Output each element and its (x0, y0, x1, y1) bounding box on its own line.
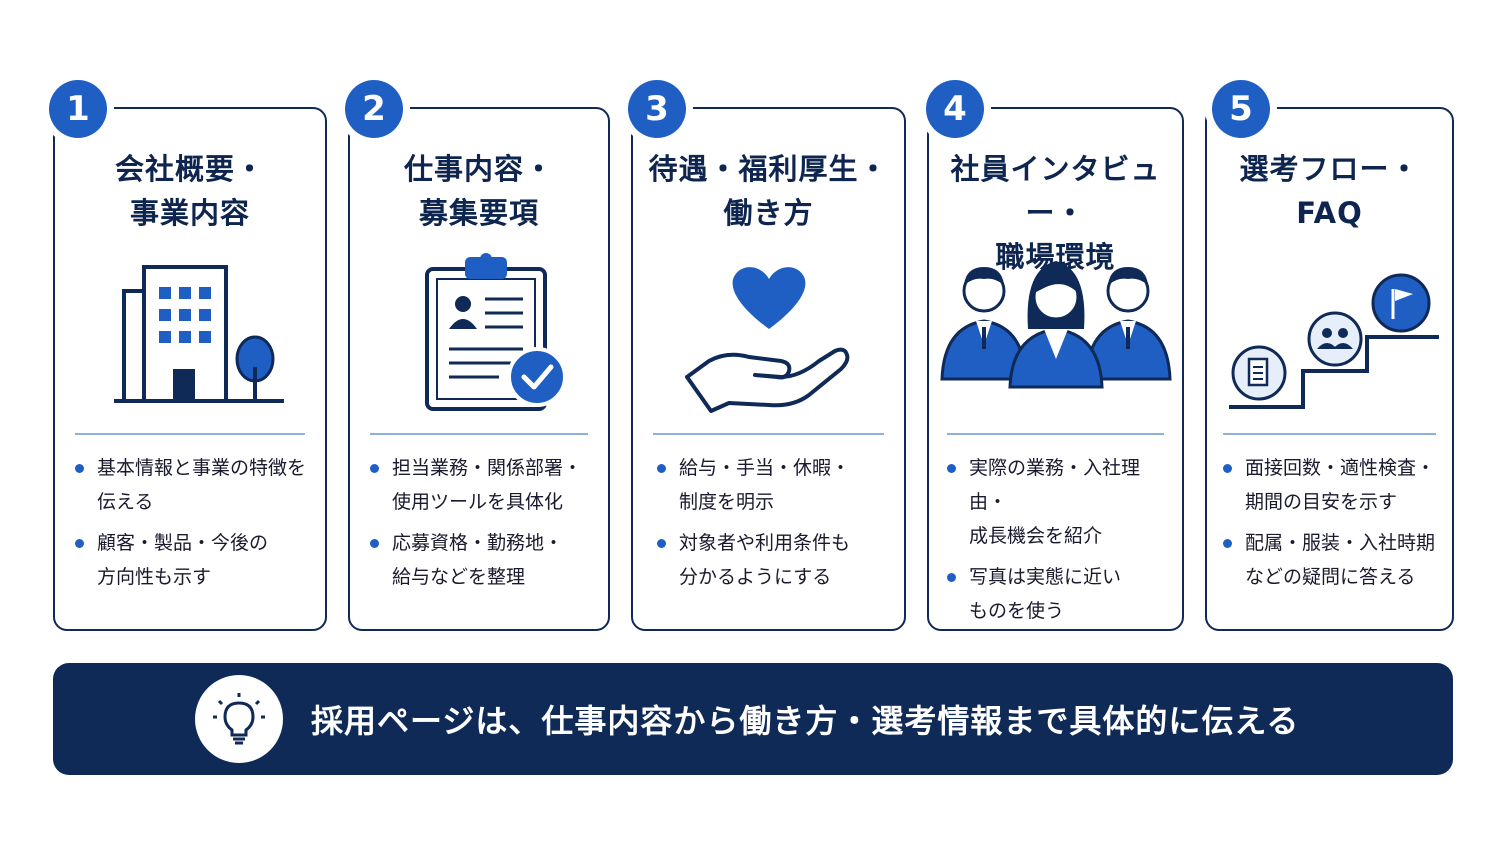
list-item: 対象者や利用条件も 分かるようにする (657, 526, 894, 594)
divider (75, 433, 305, 435)
bullet-list: 面接回数・適性検査・ 期間の目安を示す 配属・服装・入社時期 などの疑問に答える (1223, 451, 1448, 601)
card-company-overview: 会社概要・ 事業内容 基本情報と事業の特徴を 伝える 顧客・製品・今後の 方向性… (53, 107, 327, 631)
banner-text: 採用ページは、仕事内容から働き方・選考情報まで具体的に伝える (311, 702, 1300, 740)
divider (370, 433, 588, 435)
list-item: 面接回数・適性検査・ 期間の目安を示す (1223, 451, 1448, 519)
divider (653, 433, 884, 435)
list-item: 応募資格・勤務地・ 給与などを整理 (370, 526, 600, 594)
card-benefits: 待遇・福利厚生・ 働き方 給与・手当・休暇・ 制度を明示 対象者や利用条件も 分… (631, 107, 906, 631)
bullet-list: 実際の業務・入社理由・ 成長機会を紹介 写真は実態に近い ものを使う (947, 451, 1176, 635)
card-job-description: 仕事内容・ 募集要項 担当業務・関係部署・ 使用ツールを具体化 応募資格・勤務地… (348, 107, 610, 631)
list-item: 基本情報と事業の特徴を 伝える (75, 451, 315, 519)
step-number-badge: 4 (926, 80, 984, 138)
card-title: 選考フロー・ FAQ (1239, 152, 1420, 230)
card-selection-faq: 選考フロー・ FAQ 面接回数・適性検査・ 期間の目安を示す 配属・服装・入社時… (1205, 107, 1454, 631)
list-item: 顧客・製品・今後の 方向性も示す (75, 526, 315, 594)
step-number-badge: 5 (1212, 80, 1270, 138)
lightbulb-icon (195, 675, 283, 763)
summary-banner: 採用ページは、仕事内容から働き方・選考情報まで具体的に伝える (53, 663, 1453, 775)
list-item: 担当業務・関係部署・ 使用ツールを具体化 (370, 451, 600, 519)
heart-hand-icon (633, 249, 904, 419)
bullet-list: 基本情報と事業の特徴を 伝える 顧客・製品・今後の 方向性も示す (75, 451, 315, 601)
step-number-badge: 2 (345, 80, 403, 138)
building-icon (55, 249, 325, 419)
card-title: 待遇・福利厚生・ 働き方 (648, 152, 889, 230)
list-item: 実際の業務・入社理由・ 成長機会を紹介 (947, 451, 1176, 553)
list-item: 写真は実態に近い ものを使う (947, 560, 1176, 628)
card-title: 仕事内容・ 募集要項 (403, 152, 554, 230)
step-number-badge: 3 (628, 80, 686, 138)
bullet-list: 給与・手当・休暇・ 制度を明示 対象者や利用条件も 分かるようにする (657, 451, 894, 601)
card-title: 社員インタビュー・ 職場環境 (950, 152, 1161, 274)
bullet-list: 担当業務・関係部署・ 使用ツールを具体化 応募資格・勤務地・ 給与などを整理 (370, 451, 600, 601)
step-number-badge: 1 (49, 80, 107, 138)
card-interviews: 社員インタビュー・ 職場環境 実際の業務・入社理由・ 成長機会を紹介 写真は実態… (927, 107, 1184, 631)
card-title: 会社概要・ 事業内容 (114, 152, 265, 230)
list-item: 給与・手当・休暇・ 制度を明示 (657, 451, 894, 519)
employees-icon (929, 249, 1182, 419)
clipboard-check-icon (350, 249, 608, 419)
divider (1223, 433, 1436, 435)
divider (947, 433, 1164, 435)
selection-steps-icon (1207, 249, 1452, 419)
list-item: 配属・服装・入社時期 などの疑問に答える (1223, 526, 1448, 594)
